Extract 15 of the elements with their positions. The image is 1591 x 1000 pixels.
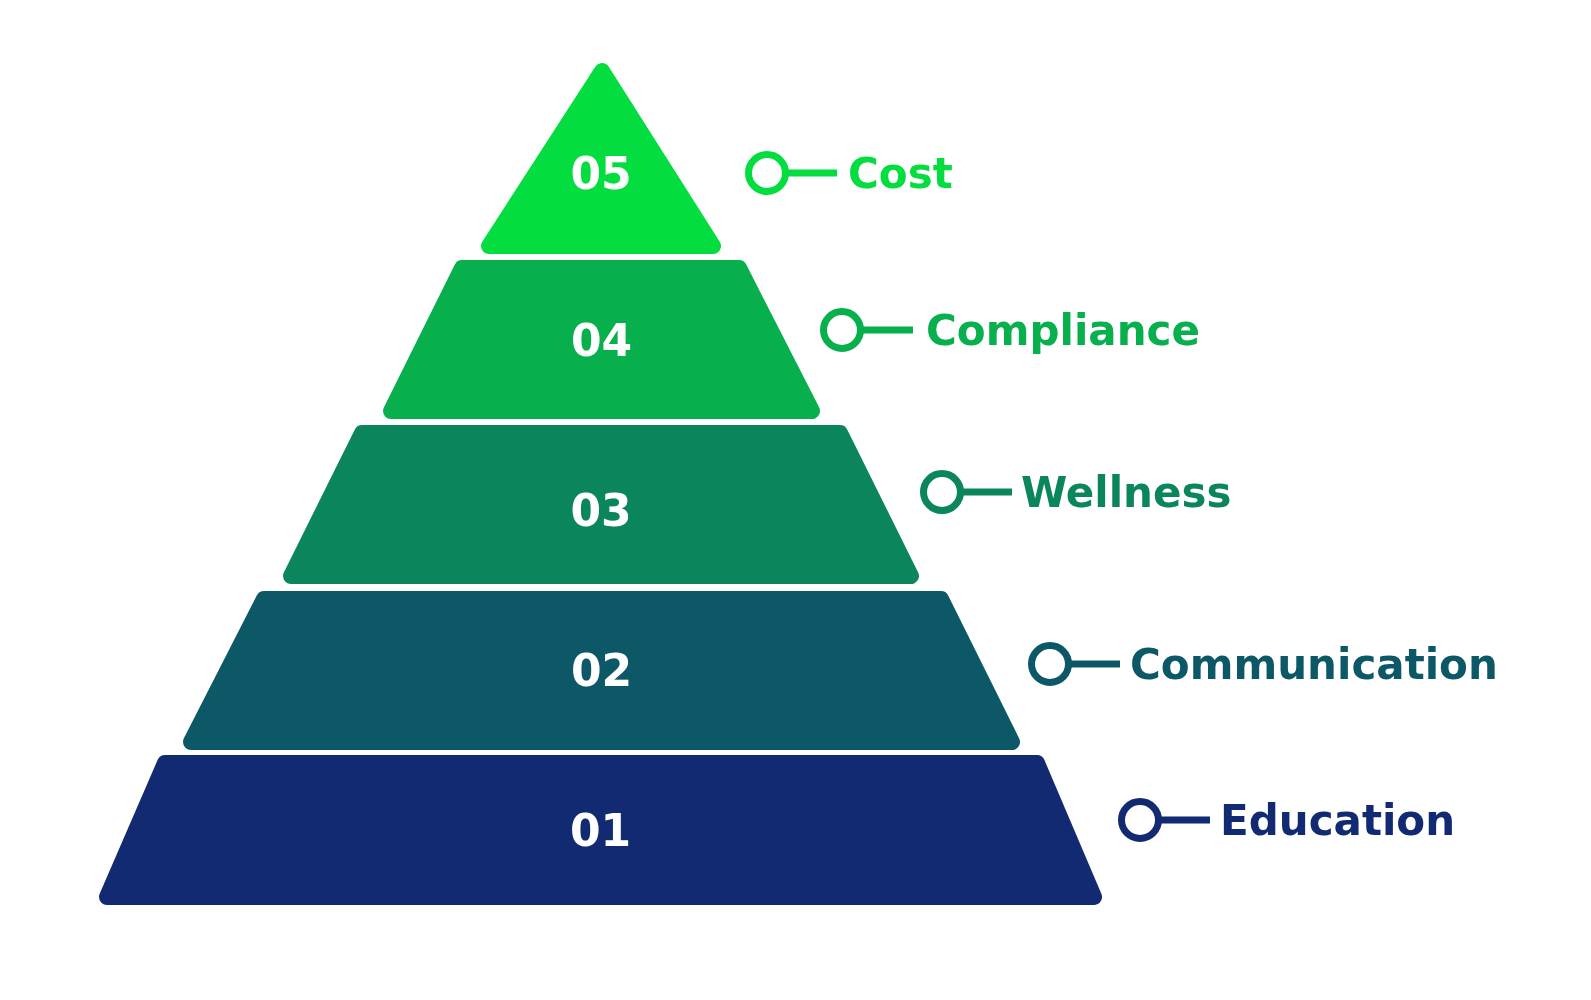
tier-label: Education: [1220, 795, 1456, 845]
tier-number: 02: [570, 644, 633, 696]
tier-label: Cost: [848, 148, 953, 198]
tier-number: 05: [570, 147, 632, 199]
pyramid-tier: [99, 755, 1102, 905]
pyramid-tier: [183, 591, 1020, 750]
tier-label: Communication: [1130, 639, 1498, 689]
tier-label: Compliance: [926, 305, 1200, 355]
tier-number: 03: [570, 484, 632, 536]
tier-number: 04: [570, 314, 633, 366]
tier-number: 01: [569, 804, 632, 856]
pyramid-tier: [283, 425, 919, 584]
pyramid-tier: [481, 63, 721, 254]
tier-label: Wellness: [1021, 467, 1232, 517]
pyramid-tier: [383, 260, 820, 419]
